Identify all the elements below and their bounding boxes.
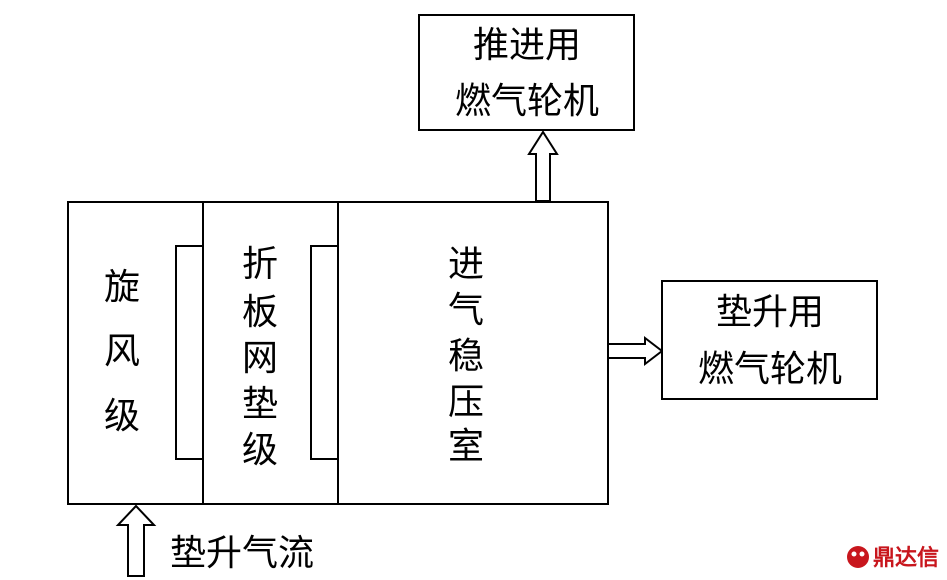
watermark-text: 鼎达信 (873, 545, 939, 571)
baffle-char-5: 级 (242, 430, 278, 471)
lift-turbine-label-line1: 垫升用 (716, 292, 824, 333)
plenum-char-4: 压 (448, 382, 484, 423)
plenum-char-1: 进 (448, 244, 484, 285)
plenum-chamber-label: 进 气 稳 压 室 (448, 244, 484, 467)
baffle-char-4: 垫 (242, 384, 278, 425)
cyclone-char-2: 风 (104, 331, 140, 372)
up-arrow-to-propulsion (527, 130, 559, 202)
filter-plate-1 (175, 245, 204, 460)
cyclone-char-1: 旋 (104, 267, 140, 308)
inflow-arrow (115, 504, 157, 577)
baffle-char-3: 网 (242, 338, 278, 379)
plenum-char-2: 气 (448, 290, 484, 331)
plenum-char-5: 室 (448, 426, 484, 467)
plenum-char-3: 稳 (448, 336, 484, 377)
propulsion-turbine-label-line2: 燃气轮机 (455, 81, 599, 122)
inflow-label: 垫升气流 (170, 533, 314, 574)
baffle-char-1: 折 (242, 244, 278, 285)
lift-turbine-label-line2: 燃气轮机 (698, 349, 842, 390)
baffle-mesh-stage-label: 折 板 网 垫 级 (242, 244, 278, 471)
cyclone-stage-label: 旋 风 级 (104, 267, 140, 437)
propulsion-turbine-label-line1: 推进用 (473, 25, 581, 66)
propulsion-turbine-box: 推进用 燃气轮机 (418, 14, 635, 131)
filter-plate-2 (310, 245, 339, 460)
baffle-char-2: 板 (242, 292, 278, 333)
cyclone-char-3: 级 (104, 396, 140, 437)
watermark-logo-icon (847, 546, 869, 568)
right-arrow-to-lift (607, 335, 664, 367)
lift-turbine-box: 垫升用 燃气轮机 (661, 280, 878, 400)
watermark: 鼎达信 (847, 545, 939, 571)
